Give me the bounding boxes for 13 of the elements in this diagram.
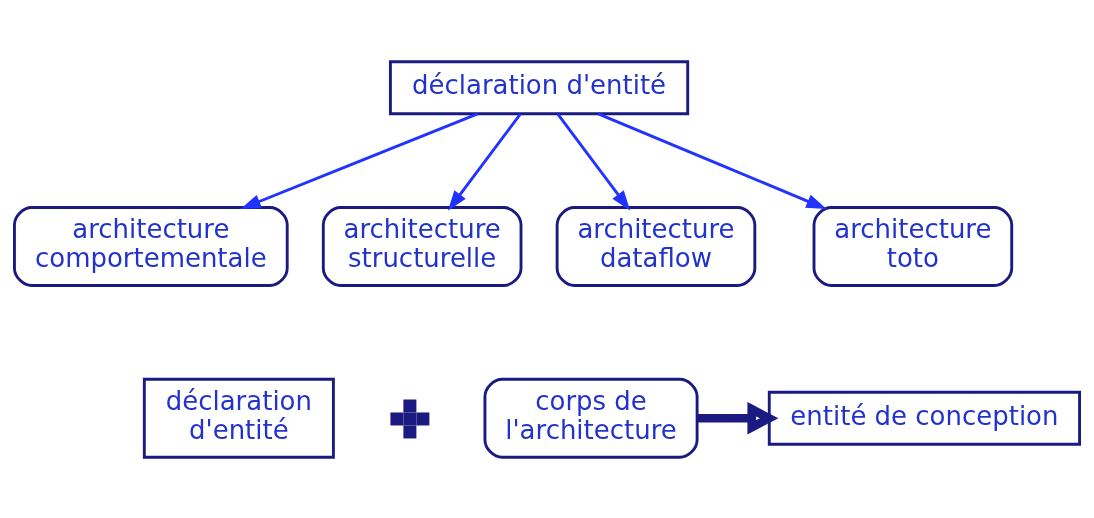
node-box: architecture dataflow: [555, 205, 757, 287]
node-box: architecture toto: [812, 205, 1014, 287]
node-box: architecture comportementale: [13, 205, 289, 287]
node-box: entité de conception: [767, 390, 1081, 446]
node-box: architecture structurelle: [321, 205, 523, 287]
arrow: [556, 112, 631, 211]
arrow: [447, 112, 522, 211]
arrow: [697, 401, 779, 434]
node-box: corps de l'architecture: [483, 377, 699, 459]
node-box: déclaration d'entité: [388, 59, 690, 115]
arrow: [240, 112, 479, 209]
arrow: [597, 112, 827, 209]
node-box: déclaration d'entité: [142, 377, 335, 459]
